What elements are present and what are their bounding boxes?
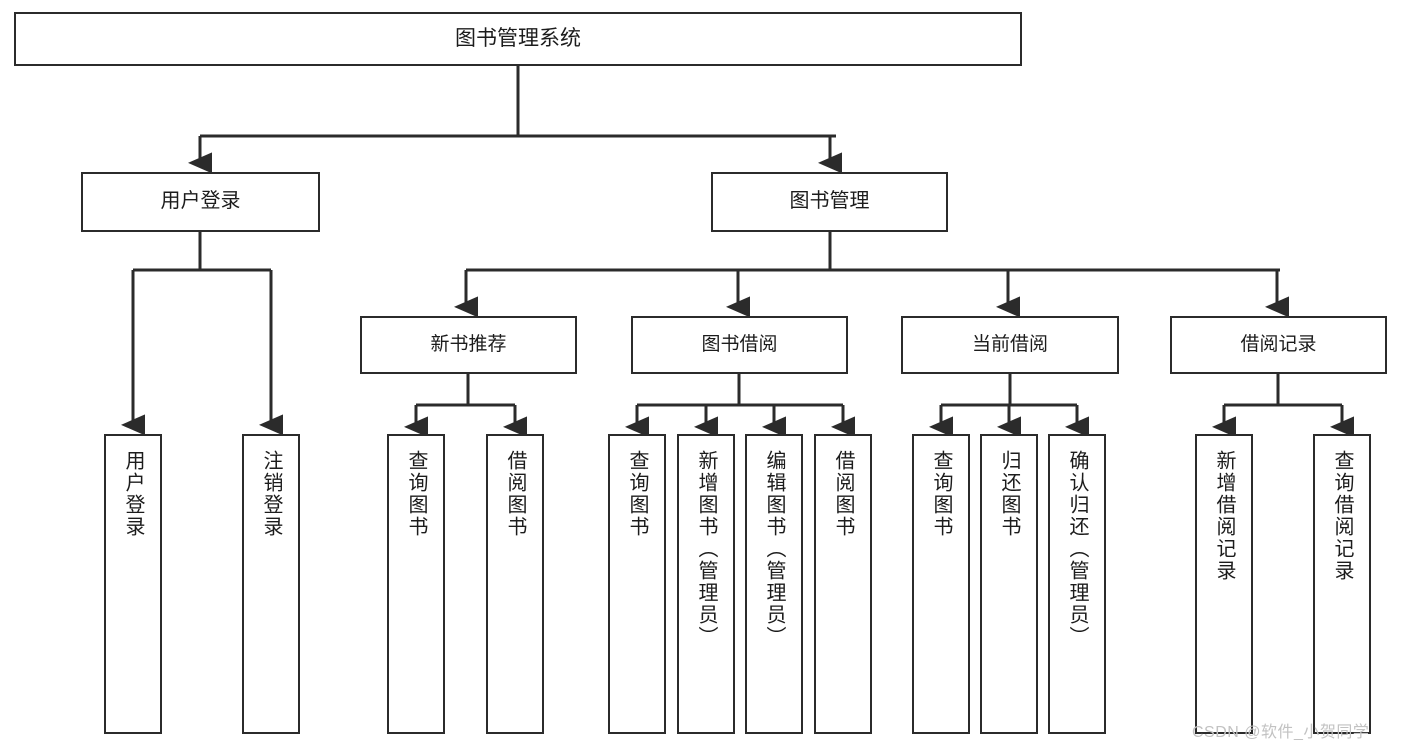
connector-group-book-manage [454,232,1289,318]
node-book-manage-label: 图书管理 [789,190,870,213]
leaf-label: 确认归还（管理员） [1066,450,1088,648]
leaf-label: 查询图书 [930,450,952,538]
node-user-login[interactable]: 用户登录 [81,172,320,232]
connector-group-user-login [121,232,283,436]
node-borrow-record[interactable]: 借阅记录 [1170,316,1387,374]
leaf-recommend-borrow-book[interactable]: 借阅图书 [486,434,544,734]
node-root-label: 图书管理系统 [455,26,581,50]
leaf-borrow-add-book[interactable]: 新增图书（管理员） [677,434,735,734]
leaf-current-query-book[interactable]: 查询图书 [912,434,970,734]
connector-group-current-borrow [929,374,1089,438]
node-user-login-label: 用户登录 [160,190,241,213]
leaf-label: 归还图书 [998,450,1020,538]
node-book-borrow[interactable]: 图书借阅 [631,316,848,374]
connector-group-book-borrow [625,374,855,438]
node-current-borrow[interactable]: 当前借阅 [901,316,1119,374]
leaf-label: 注销登录 [260,450,282,538]
node-book-borrow-label: 图书借阅 [701,333,778,355]
connector-group-root [188,66,842,174]
leaf-label: 借阅图书 [832,450,854,538]
leaf-label: 查询图书 [626,450,648,538]
node-borrow-record-label: 借阅记录 [1240,333,1317,355]
leaf-borrow-edit-book[interactable]: 编辑图书（管理员） [745,434,803,734]
leaf-current-return-book[interactable]: 归还图书 [980,434,1038,734]
leaf-label: 查询图书 [405,450,427,538]
leaf-borrow-query-book[interactable]: 查询图书 [608,434,666,734]
leaf-label: 查询借阅记录 [1331,450,1353,582]
leaf-label: 新增借阅记录 [1213,450,1235,582]
leaf-label: 新增图书（管理员） [695,450,717,648]
node-new-book-recommend-label: 新书推荐 [430,333,507,355]
leaf-label: 借阅图书 [504,450,526,538]
leaf-borrow-borrow-book[interactable]: 借阅图书 [814,434,872,734]
leaf-label: 编辑图书（管理员） [763,450,785,648]
leaf-record-query[interactable]: 查询借阅记录 [1313,434,1371,734]
leaf-record-add[interactable]: 新增借阅记录 [1195,434,1253,734]
node-current-borrow-label: 当前借阅 [971,333,1048,355]
node-book-manage[interactable]: 图书管理 [711,172,948,232]
node-new-book-recommend[interactable]: 新书推荐 [360,316,577,374]
leaf-recommend-query-book[interactable]: 查询图书 [387,434,445,734]
node-root[interactable]: 图书管理系统 [14,12,1022,66]
leaf-current-confirm-return[interactable]: 确认归还（管理员） [1048,434,1106,734]
watermark-csdn: CSDN @软件_小贺同学 [1192,724,1370,741]
leaf-label: 用户登录 [122,450,144,538]
connector-group-new-book-recommend [404,374,527,438]
connector-group-borrow-record [1212,374,1354,438]
leaf-user-logout[interactable]: 注销登录 [242,434,300,734]
leaf-user-login-do[interactable]: 用户登录 [104,434,162,734]
